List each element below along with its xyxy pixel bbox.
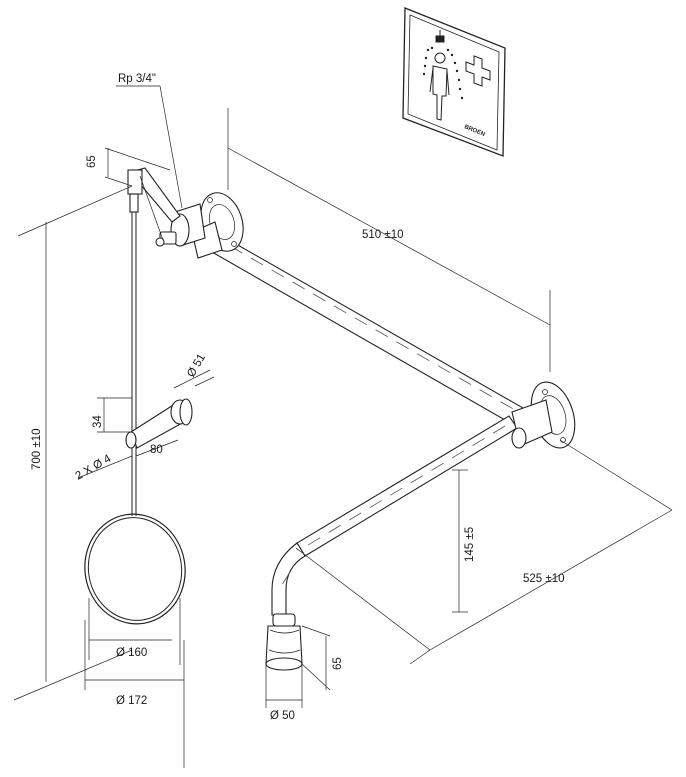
- pull-rod: [129, 193, 139, 516]
- horizontal-supply-pipe: [211, 235, 531, 429]
- dim-ring-inner: Ø 160: [116, 647, 147, 659]
- wall-flange-corner: [511, 381, 576, 449]
- dim-height: 700 ±10: [31, 429, 43, 471]
- dim-bracket-height: 34: [92, 415, 104, 428]
- dim-bracket-length: 80: [150, 444, 163, 456]
- shower-person-icon: [422, 30, 464, 121]
- dimension-lines: [13, 85, 673, 768]
- shower-arm-pipe: [296, 415, 518, 557]
- dim-head-diameter: Ø 50: [270, 710, 295, 722]
- dim-holes: 2 X Ø 4: [74, 452, 114, 482]
- dim-top-offset: 65: [86, 155, 98, 168]
- thread-size-label: Rp 3/4": [118, 73, 156, 85]
- dim-drop: 145 ±5: [464, 527, 476, 562]
- shower-head-assembly: [265, 542, 306, 671]
- dim-head-height: 65: [332, 657, 344, 670]
- dim-arm-length: 510 ±10: [362, 229, 404, 241]
- dim-depth: 525 ±10: [523, 573, 565, 585]
- first-aid-cross-icon: [465, 55, 491, 87]
- rod-bracket: [125, 398, 193, 449]
- dim-ring-outer: Ø 172: [116, 695, 147, 707]
- ball-valve: [155, 203, 206, 247]
- dim-bracket-diameter: Ø 51: [185, 352, 208, 380]
- pull-ring: [84, 513, 186, 625]
- dimension-labels: Rp 3/4" 65 510 ±10 700 ±10 34 Ø 51 80 2 …: [31, 73, 565, 722]
- emergency-shower-sign: BROEN: [402, 7, 506, 157]
